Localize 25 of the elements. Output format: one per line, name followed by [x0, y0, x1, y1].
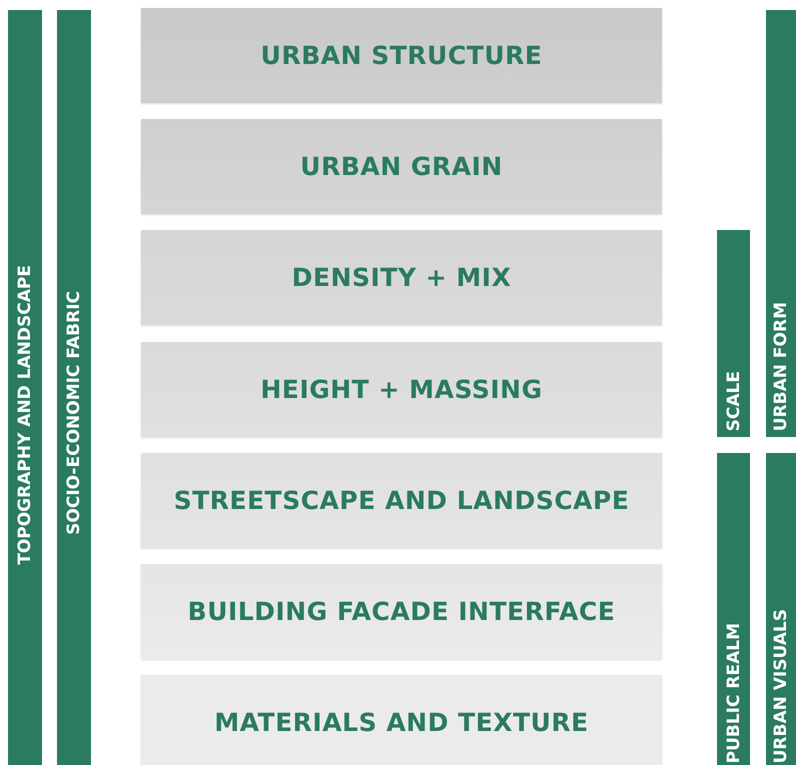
- bar-label: TOPOGRAPHY AND LANDSCAPE: [15, 265, 35, 565]
- layer-band: [141, 8, 662, 103]
- layer-band: [141, 119, 662, 214]
- bar-label: PUBLIC REALM: [724, 622, 744, 763]
- vertical-bar: [8, 10, 42, 765]
- bar-label: URBAN FORM: [771, 302, 791, 431]
- layer-band: [141, 230, 662, 325]
- vertical-bar: [717, 453, 750, 765]
- layer-label: URBAN GRAIN: [300, 152, 503, 181]
- layer-label: MATERIALS AND TEXTURE: [214, 708, 589, 737]
- layer-label: HEIGHT + MASSING: [260, 375, 542, 404]
- layer-band: [141, 342, 662, 437]
- bar-label: SOCIO-ECONOMIC FABRIC: [64, 291, 84, 535]
- layer-label: BUILDING FACADE INTERFACE: [188, 597, 616, 626]
- bar-label: SCALE: [724, 370, 744, 431]
- vertical-bar: [766, 453, 796, 765]
- layer-label: STREETSCAPE AND LANDSCAPE: [174, 486, 630, 515]
- vertical-bar: [57, 10, 91, 765]
- layer-band: [141, 564, 662, 659]
- vertical-bar: [717, 230, 750, 437]
- bar-label: URBAN VISUALS: [771, 608, 791, 763]
- layer-label: DENSITY + MIX: [292, 263, 512, 292]
- layer-band: [141, 453, 662, 548]
- layer-label: URBAN STRUCTURE: [260, 41, 542, 70]
- vertical-bar: [766, 10, 796, 437]
